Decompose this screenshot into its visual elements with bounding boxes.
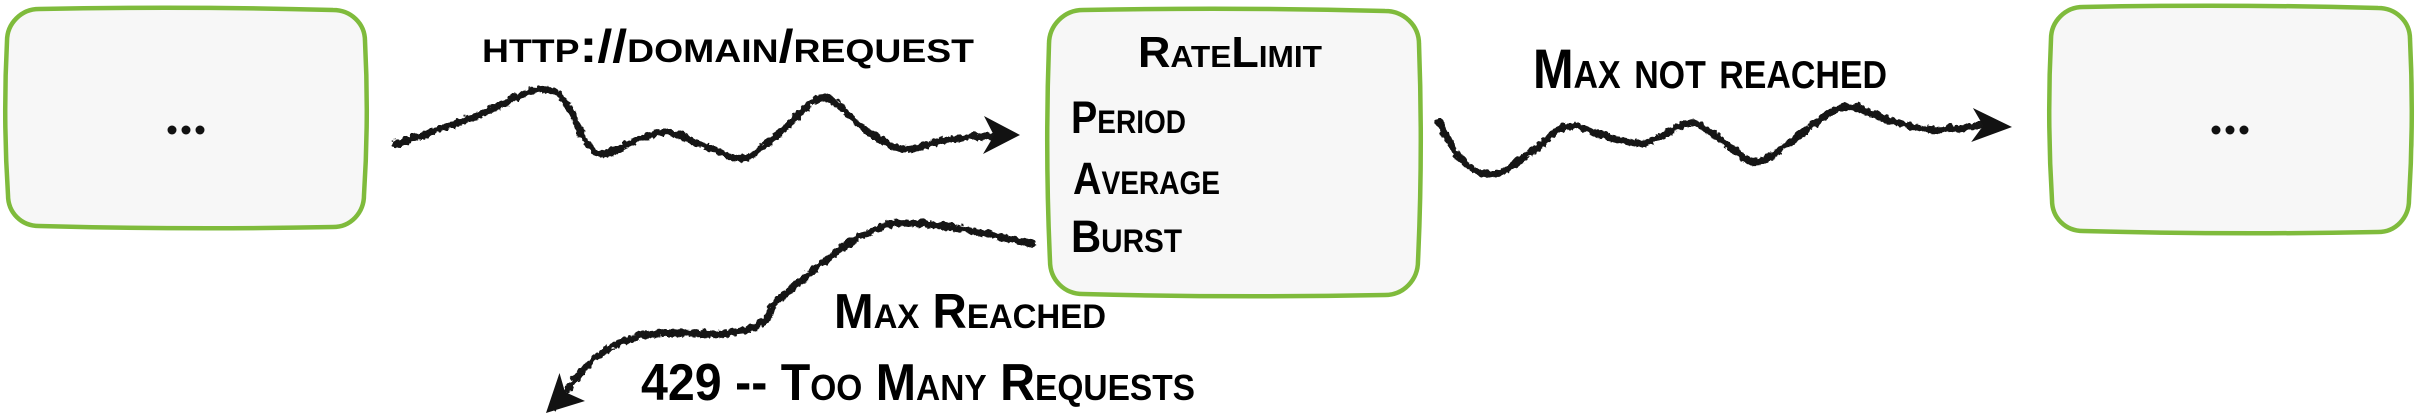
- svg-text:Burst: Burst: [1071, 211, 1182, 262]
- svg-text:429 -- Too Many Requests: 429 -- Too Many Requests: [641, 354, 1195, 412]
- svg-text:Max Reached: Max Reached: [834, 285, 1106, 339]
- svg-text:Max not reached: Max not reached: [1533, 37, 1887, 100]
- svg-text:RateLimit: RateLimit: [1138, 28, 1322, 77]
- svg-text:http://domain/request: http://domain/request: [482, 20, 975, 72]
- svg-text:Period: Period: [1071, 92, 1186, 143]
- svg-text:Average: Average: [1073, 153, 1220, 204]
